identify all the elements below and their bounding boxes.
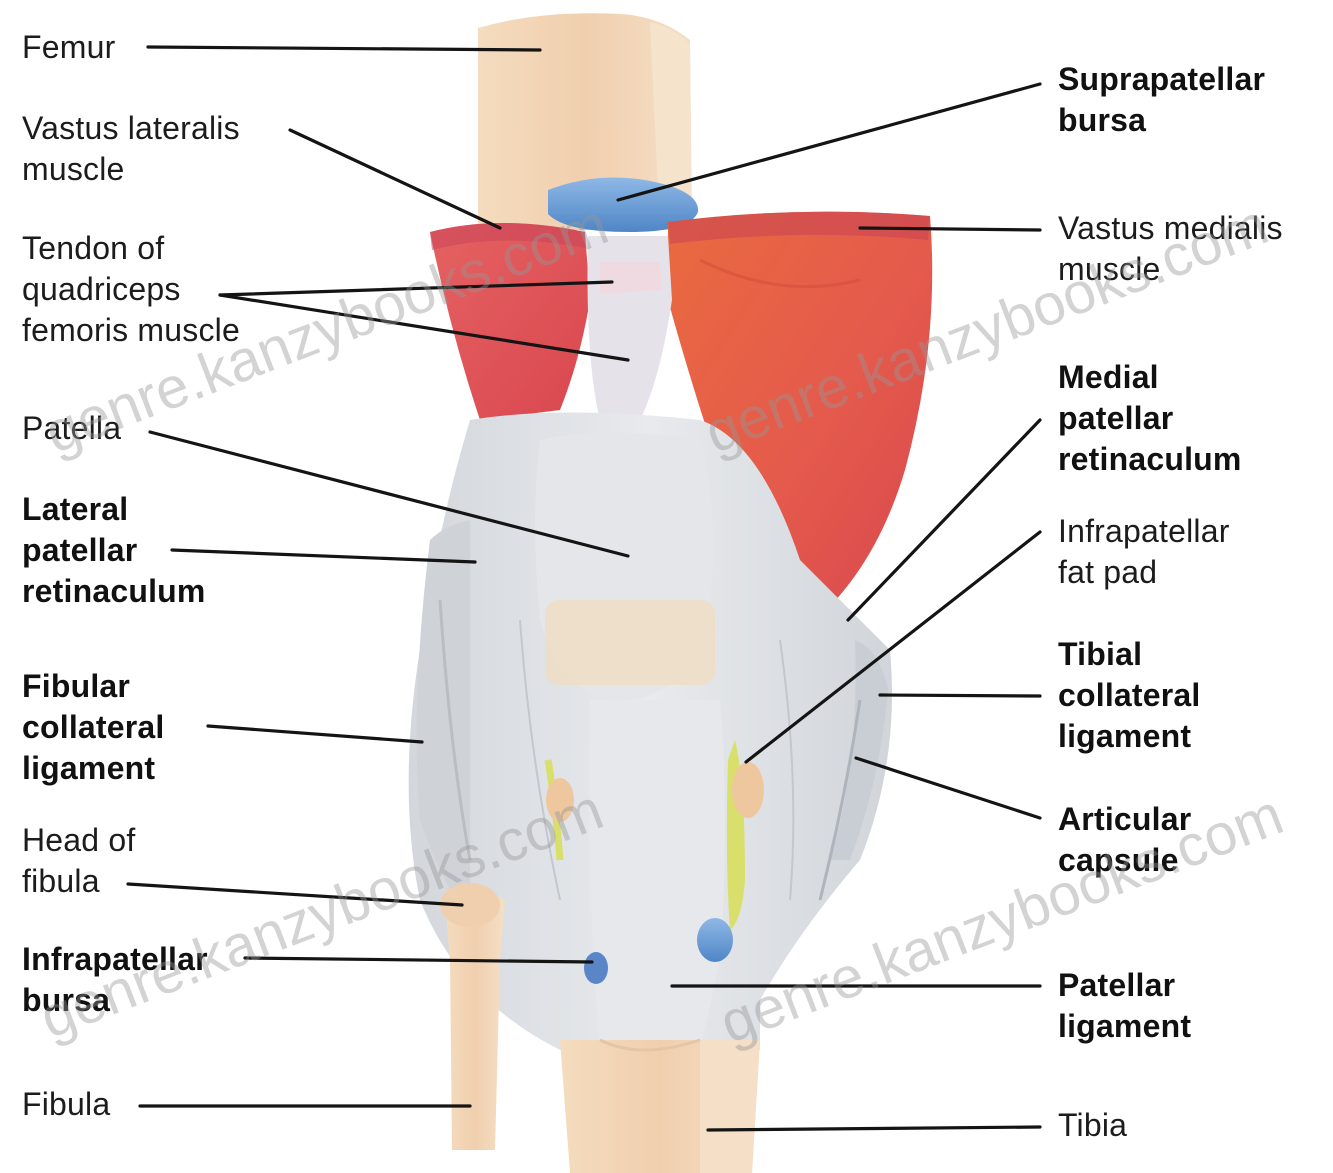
label-vastus-medialis: Vastus medialis muscle [1058,208,1283,290]
label-suprapatellar-bursa: Suprapatellar bursa [1058,59,1265,141]
label-patella: Patella [22,408,121,449]
vastus-lateralis-shape [430,223,590,420]
leader-fibular-collateral [208,726,422,742]
patella-shape [535,433,715,701]
label-patellar-ligament: Patellar ligament [1058,965,1191,1047]
label-medial-patellar-retinaculum: Medial patellar retinaculum [1058,357,1242,480]
label-infrapatellar-fat-pad: Infrapatellar fat pad [1058,511,1230,593]
label-tendon-of-quadriceps: Tendon of quadriceps femoris muscle [22,228,240,351]
label-infrapatellar-bursa: Infrapatellar bursa [22,939,208,1021]
leader-tibia [708,1127,1040,1130]
deep-infrapatellar-bursa-shape [697,918,733,962]
leader-tibial-collateral [880,695,1040,696]
fibula-shape [440,883,505,1150]
leader-vastus-lateralis [290,130,500,228]
label-fibula: Fibula [22,1084,110,1125]
leader-articular-capsule [856,758,1040,818]
label-articular-capsule: Articular capsule [1058,799,1191,881]
label-lateral-patellar-retinaculum: Lateral patellar retinaculum [22,489,206,612]
infrapatellar-bursa-shape [584,952,608,984]
patellar-ligament-shape [589,700,725,1050]
label-femur: Femur [22,27,115,68]
tibia-shape [560,1040,760,1173]
label-head-of-fibula: Head of fibula [22,820,135,902]
label-fibular-collateral-ligament: Fibular collateral ligament [22,666,165,789]
leader-head-of-fibula [128,884,462,905]
label-vastus-lateralis: Vastus lateralis muscle [22,108,240,190]
label-tibial-collateral-ligament: Tibial collateral ligament [1058,634,1201,757]
label-tibia: Tibia [1058,1105,1127,1146]
leader-vastus-medialis [860,228,1040,230]
